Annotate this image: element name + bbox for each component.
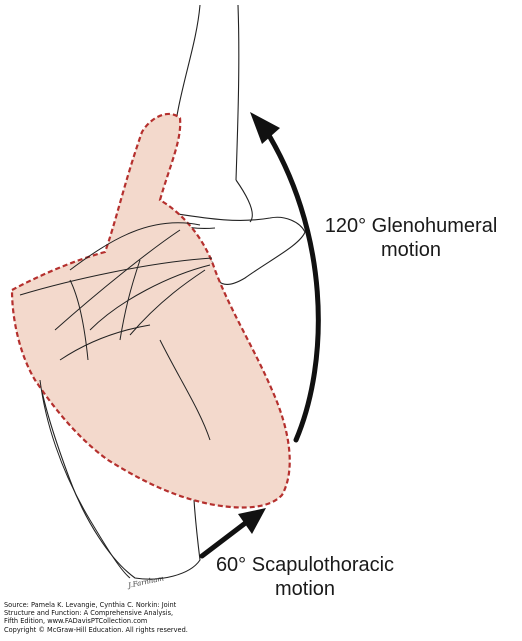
glenohumeral-motion-label: 120° Glenohumeral motion [300,214,522,262]
glenohumeral-label-line1: 120° Glenohumeral [300,214,522,238]
source-line-2: Structure and Function: A Comprehensive … [4,609,304,617]
glenohumeral-label-line2: motion [300,238,522,262]
rotated-scapula [12,114,290,508]
source-citation: Source: Pamela K. Levangie, Cynthia C. N… [4,601,304,634]
source-line-4: Copyright © McGraw-Hill Education. All r… [4,626,304,634]
scapulothoracic-label-line2: motion [180,577,430,601]
source-line-1: Source: Pamela K. Levangie, Cynthia C. N… [4,601,304,609]
source-line-3: Fifth Edition, www.FADavisPTCollection.c… [4,617,304,625]
scapulothoracic-label-line1: 60° Scapulothoracic [180,553,430,577]
scapulothoracic-arrow [202,508,266,556]
scapulothoracic-motion-label: 60° Scapulothoracic motion [180,553,430,601]
